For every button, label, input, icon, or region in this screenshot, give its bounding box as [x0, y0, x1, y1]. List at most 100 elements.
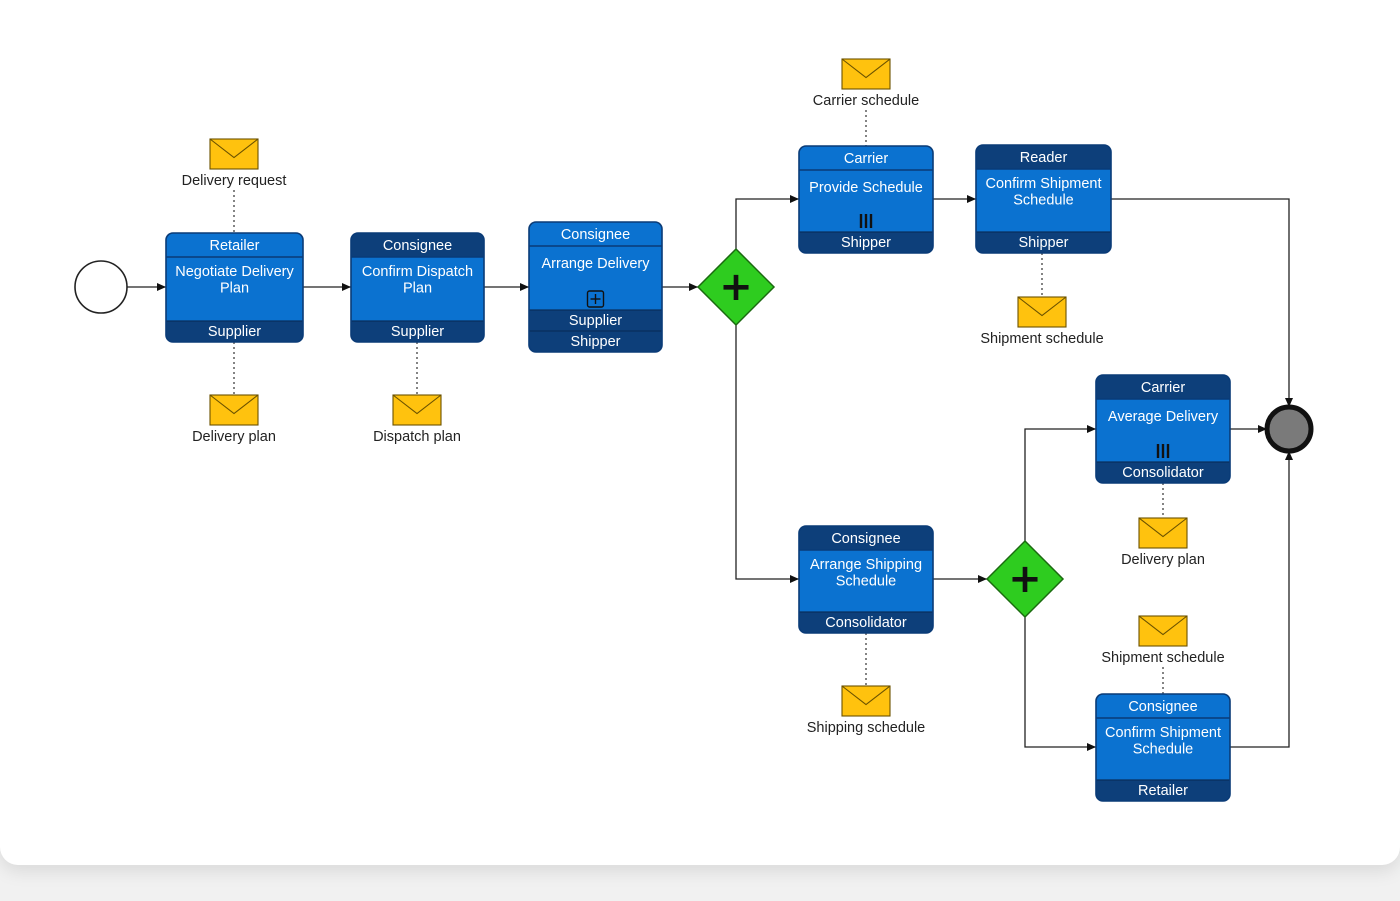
plus-icon: + [1008, 556, 1042, 602]
task-role-band [529, 331, 662, 352]
message-label: Shipping schedule [807, 720, 926, 736]
parallel-gateway-g2[interactable]: + [985, 539, 1065, 619]
task-role-retailer: Retailer [1138, 783, 1188, 799]
task-participant-carrier: Carrier [1141, 380, 1185, 396]
message-shipment-schedule[interactable]: Shipment schedule [980, 296, 1104, 347]
task-role-band [166, 321, 303, 342]
task-border [350, 232, 485, 343]
plus-icon: + [719, 264, 753, 310]
sequence-flow-t5-end [1111, 198, 1293, 407]
task-role-consolidator: Consolidator [1122, 465, 1204, 481]
parallel-gateway-g1[interactable]: + [696, 247, 776, 327]
task-header-band [799, 526, 933, 550]
sequence-flow-g2-t7 [1024, 425, 1096, 541]
envelope-icon [841, 685, 891, 717]
parallel-multi-instance-icon [1156, 444, 1170, 458]
sequence-flow-g1-t6 [735, 325, 799, 583]
sequence-flow-t8-end [1230, 451, 1293, 748]
envelope-icon [392, 394, 442, 426]
message-label: Delivery plan [192, 429, 276, 445]
task-name-line: Provide Schedule [809, 180, 923, 196]
task-role-band [1096, 780, 1230, 801]
message-label: Delivery request [182, 173, 287, 189]
task-header-band [529, 222, 662, 246]
task-border [165, 232, 304, 343]
task-role-band [976, 232, 1111, 253]
task-name-line: Schedule [836, 574, 896, 590]
task-role-band [351, 321, 484, 342]
task-name-line: Average Delivery [1108, 409, 1219, 425]
task-header-band [351, 233, 484, 257]
task-participant-consignee: Consignee [561, 227, 630, 243]
task-name-line: Confirm Shipment [985, 176, 1101, 192]
parallel-multi-instance-icon [859, 214, 873, 228]
task-border [798, 145, 934, 254]
task-name-line: Schedule [1133, 742, 1193, 758]
envelope-icon [1138, 517, 1188, 549]
subprocess-expand-icon[interactable] [586, 290, 605, 308]
message-label: Shipment schedule [1101, 650, 1224, 666]
task-header-band [799, 146, 933, 170]
sequence-flow-g1-t4 [735, 195, 799, 249]
task-name-line: Arrange Shipping [810, 557, 922, 573]
message-shipment-schedule[interactable]: Shipment schedule [1101, 615, 1225, 666]
message-label: Delivery plan [1121, 552, 1205, 568]
task-participant-reader: Reader [1020, 150, 1068, 166]
task-name-line: Schedule [1013, 193, 1073, 209]
task-role-band [529, 310, 662, 331]
task-role-supplier: Supplier [208, 324, 261, 340]
task-participant-retailer: Retailer [210, 238, 260, 254]
start-event[interactable] [74, 260, 128, 314]
message-shipping-schedule[interactable]: Shipping schedule [807, 685, 926, 736]
task-name-line: Arrange Delivery [542, 256, 651, 272]
task-header-band [166, 233, 303, 257]
task-role-consolidator: Consolidator [825, 615, 907, 631]
task-role-band [799, 232, 933, 253]
task-border [1095, 693, 1231, 802]
task-border [798, 525, 934, 634]
envelope-icon [209, 138, 259, 170]
task-role-shipper: Shipper [1019, 235, 1069, 251]
task-border [975, 144, 1112, 254]
envelope-icon [1138, 615, 1188, 647]
task-name-line: Negotiate Delivery [175, 264, 294, 280]
end-event[interactable] [1264, 404, 1314, 454]
task-role-shipper: Shipper [571, 334, 621, 350]
message-dispatch-plan[interactable]: Dispatch plan [373, 394, 461, 445]
gateway-diamond [985, 539, 1065, 619]
envelope-icon [1017, 296, 1067, 328]
task-role-supplier: Supplier [391, 324, 444, 340]
message-delivery-request[interactable]: Delivery request [182, 138, 287, 189]
task-role-shipper: Shipper [841, 235, 891, 251]
task-header-band [1096, 375, 1230, 399]
message-delivery-plan[interactable]: Delivery plan [1121, 517, 1205, 568]
message-carrier-schedule[interactable]: Carrier schedule [813, 58, 919, 109]
task-name-line: Plan [403, 281, 432, 297]
task-role-band [1096, 462, 1230, 483]
task-border [528, 221, 663, 353]
task-name-line: Confirm Dispatch [362, 264, 473, 280]
task-header-band [976, 145, 1111, 169]
task-role-band [799, 612, 933, 633]
message-delivery-plan[interactable]: Delivery plan [192, 394, 276, 445]
task-name-line: Plan [220, 281, 249, 297]
task-participant-consignee: Consignee [383, 238, 452, 254]
task-header-band [1096, 694, 1230, 718]
message-label: Dispatch plan [373, 429, 461, 445]
envelope-icon [209, 394, 259, 426]
envelope-icon [841, 58, 891, 90]
task-participant-consignee: Consignee [831, 531, 900, 547]
task-name-line: Confirm Shipment [1105, 725, 1221, 741]
message-label: Carrier schedule [813, 93, 919, 109]
task-participant-carrier: Carrier [844, 151, 888, 167]
